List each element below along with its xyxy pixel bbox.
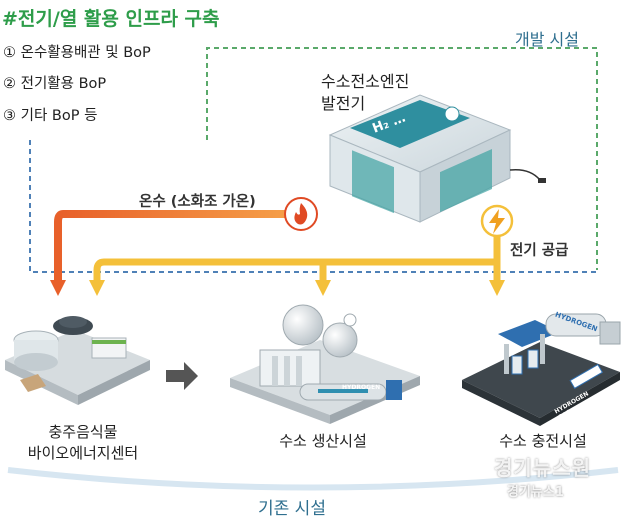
hydrogen-charging-illustration bbox=[462, 313, 621, 426]
list-item-1: ① 온수활용배관 및 BoP bbox=[3, 45, 151, 61]
hot-water-arrowhead bbox=[50, 280, 66, 296]
page-title: #전기/열 활용 인프라 구축 bbox=[2, 8, 220, 30]
production-facility-label: 수소 생산시설 bbox=[279, 432, 367, 450]
power-lines bbox=[93, 228, 501, 286]
hot-water-label: 온수 (소화조 가온) bbox=[139, 194, 256, 210]
engine-label: 수소전소엔진 발전기 bbox=[321, 71, 409, 115]
engine-logo-icon bbox=[444, 106, 460, 122]
arrow-right-icon bbox=[166, 362, 198, 390]
engine-label-line2: 발전기 bbox=[321, 94, 366, 113]
list-item-2: ② 전기활용 BoP bbox=[3, 76, 107, 92]
power-supply-label: 전기 공급 bbox=[510, 243, 569, 259]
list-item-3: ③ 기타 BoP 등 bbox=[3, 108, 98, 124]
existing-zone-arc bbox=[7, 467, 619, 491]
biogas-facility-illustration bbox=[5, 316, 150, 405]
tanker-sign: HYDROGEN bbox=[342, 384, 381, 391]
biogas-label-line2: 바이오에너지센터 bbox=[27, 444, 139, 462]
watermark-secondary: 경기뉴스1 bbox=[507, 485, 564, 500]
biogas-facility-label: 충주음식물 바이오에너지센터 bbox=[8, 422, 158, 464]
watermark-primary: 경기뉴스원 bbox=[494, 456, 591, 480]
charging-facility-label: 수소 충전시설 bbox=[499, 432, 587, 450]
engine-label-line1: 수소전소엔진 bbox=[321, 72, 410, 91]
engine-generator-unit bbox=[328, 94, 546, 223]
biogas-label-line1: 충주음식물 bbox=[48, 423, 118, 441]
development-zone-boundary bbox=[206, 47, 598, 270]
lightning-icon bbox=[480, 204, 514, 238]
flame-icon bbox=[284, 197, 318, 231]
existing-zone-label: 기존 시설 bbox=[258, 499, 326, 519]
hydrogen-production-illustration bbox=[230, 304, 420, 424]
development-zone-label: 개발 시설 bbox=[515, 30, 579, 49]
power-arrowheads bbox=[89, 280, 505, 296]
hot-water-line bbox=[54, 210, 304, 286]
